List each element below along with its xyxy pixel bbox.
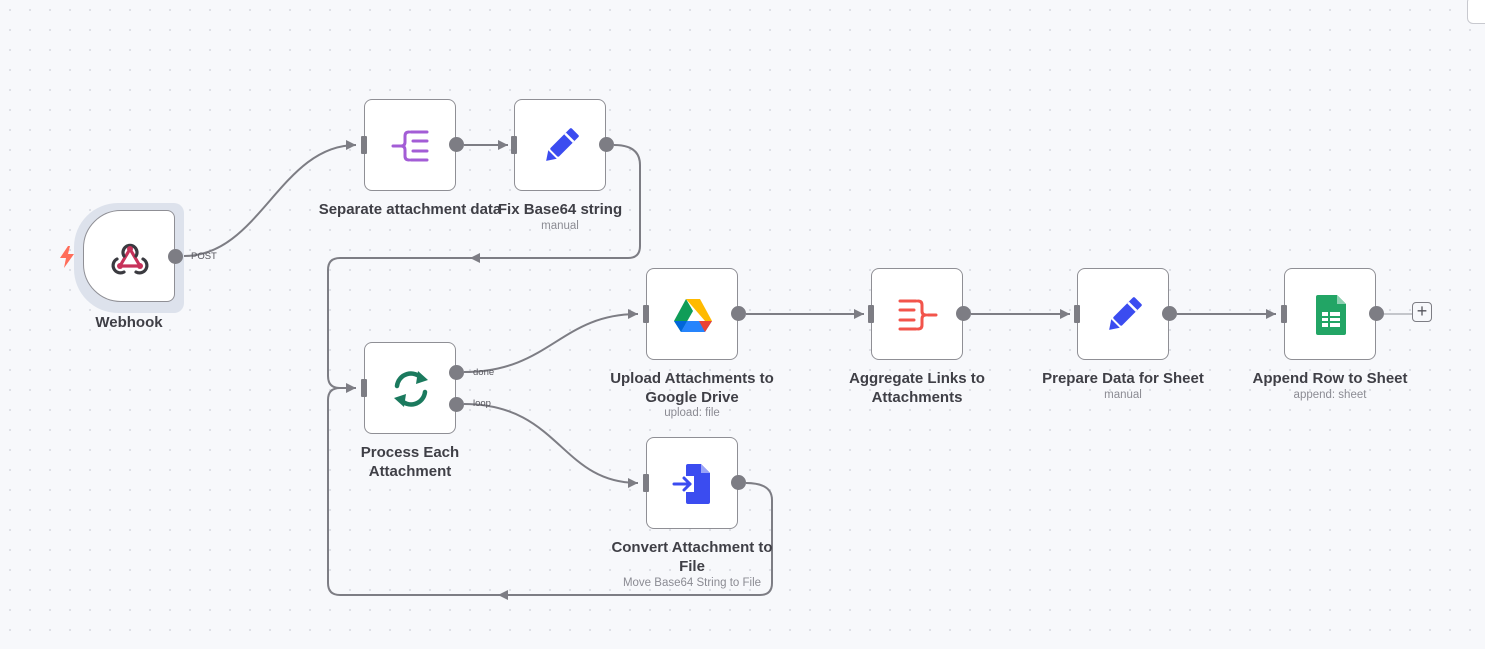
add-node-button[interactable]: + <box>1412 302 1432 322</box>
prepare-data-node[interactable] <box>1077 268 1169 360</box>
separate-output-handle[interactable] <box>449 137 464 152</box>
aggregate-icon <box>898 299 938 331</box>
convert-node-subtitle: Move Base64 String to File <box>622 577 762 589</box>
append-node-subtitle: append: sheet <box>1293 389 1367 401</box>
prepare-output-handle[interactable] <box>1162 306 1177 321</box>
append-input-handle[interactable] <box>1281 305 1287 323</box>
aggregate-node-label: Aggregate Links to Attachments <box>822 369 1012 407</box>
aggregate-node-label-text: Aggregate Links to Attachments <box>849 370 985 406</box>
convert-node-label-text: Convert Attachment to File <box>611 539 773 575</box>
process-each-node-label: Process Each Attachment <box>315 443 505 481</box>
fix-base64-input-handle[interactable] <box>511 136 517 154</box>
google-drive-icon <box>674 299 712 332</box>
edge-arrow <box>346 140 356 150</box>
upload-google-drive-node[interactable] <box>646 268 738 360</box>
edge-arrow <box>1266 309 1276 319</box>
edge-arrow <box>498 140 508 150</box>
loop-icon <box>394 371 428 407</box>
fix-base64-node[interactable] <box>514 99 606 191</box>
pencil-icon <box>1109 297 1142 330</box>
loop-output-label: loop <box>473 398 491 409</box>
process-each-node[interactable] <box>364 342 456 434</box>
aggregate-node[interactable] <box>871 268 963 360</box>
edge-arrow <box>470 253 480 263</box>
edge-arrow <box>628 478 638 488</box>
prepare-node-subtitle: manual <box>1104 389 1142 401</box>
convert-to-file-icon <box>672 464 710 504</box>
done-output-handle[interactable] <box>449 365 464 380</box>
edge-fix-base64-to-process-each <box>327 144 641 389</box>
separate-attachment-node[interactable] <box>364 99 456 191</box>
edge-arrow <box>854 309 864 319</box>
convert-node-label: Convert Attachment to File <box>597 538 787 576</box>
prepare-input-handle[interactable] <box>1074 305 1080 323</box>
convert-to-file-node[interactable] <box>646 437 738 529</box>
upload-node-label: Upload Attachments to Google Drive <box>597 369 787 407</box>
separate-input-handle[interactable] <box>361 136 367 154</box>
done-output-label: done <box>473 367 495 378</box>
append-row-node[interactable] <box>1284 268 1376 360</box>
post-output-label: POST <box>191 251 217 262</box>
webhook-output-handle[interactable] <box>168 249 183 264</box>
edge-done-to-upload <box>463 313 639 373</box>
edge-arrow <box>498 590 508 600</box>
edge-arrow <box>346 383 356 393</box>
pencil-icon <box>546 128 579 161</box>
convert-output-handle[interactable] <box>731 475 746 490</box>
aggregate-input-handle[interactable] <box>868 305 874 323</box>
fix-base64-output-handle[interactable] <box>599 137 614 152</box>
process-each-node-label-text: Process Each Attachment <box>360 444 460 480</box>
lightning-bolt-icon <box>60 246 74 268</box>
convert-input-handle[interactable] <box>643 474 649 492</box>
upload-node-subtitle: upload: file <box>664 407 720 419</box>
edge-loop-to-convert <box>463 403 639 484</box>
edge-convert-to-process-each <box>327 387 773 596</box>
prepare-node-label: Prepare Data for Sheet <box>1042 370 1204 387</box>
edge-arrow <box>1060 309 1070 319</box>
process-each-input-handle[interactable] <box>361 379 367 397</box>
loop-output-handle[interactable] <box>449 397 464 412</box>
edge-webhook-to-separate <box>183 144 357 257</box>
append-output-handle[interactable] <box>1369 306 1384 321</box>
webhook-node[interactable] <box>83 210 175 302</box>
split-out-icon <box>391 130 429 162</box>
upload-input-handle[interactable] <box>643 305 649 323</box>
fix-base64-node-subtitle: manual <box>541 220 579 232</box>
upload-output-handle[interactable] <box>731 306 746 321</box>
corner-panel-button[interactable] <box>1467 0 1485 24</box>
edge-arrow <box>628 309 638 319</box>
append-node-label: Append Row to Sheet <box>1252 370 1408 387</box>
separate-node-label: Separate attachment data <box>318 201 502 218</box>
google-sheets-icon <box>1316 295 1346 335</box>
aggregate-output-handle[interactable] <box>956 306 971 321</box>
webhook-icon <box>111 243 149 275</box>
upload-node-label-text: Upload Attachments to Google Drive <box>610 370 774 406</box>
webhook-node-label: Webhook <box>95 314 163 331</box>
fix-base64-node-label: Fix Base64 string <box>497 201 623 218</box>
